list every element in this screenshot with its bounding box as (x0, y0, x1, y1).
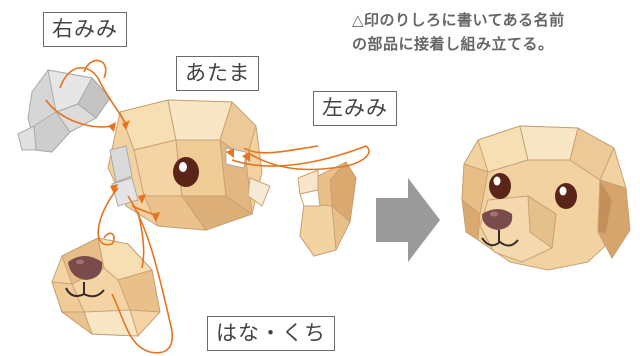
instructions-text: △印のりしろに書いてある名前 の部品に接着し組み立てる。 (352, 8, 632, 56)
right-ear-part (17, 69, 111, 153)
label-right-ear: 右みみ (43, 12, 127, 47)
head-part (107, 99, 271, 231)
label-head: あたま (176, 56, 260, 91)
assembled-head (461, 125, 631, 271)
guide-lines (45, 59, 370, 354)
label-nose-mouth: はな・くち (207, 316, 335, 351)
glue-markers (108, 120, 250, 222)
label-left-ear: 左みみ (313, 91, 397, 126)
instructions-line-1: △印のりしろに書いてある名前 (352, 11, 565, 29)
nose-mouth-part (51, 237, 161, 337)
instructions-line-2: の部品に接着し組み立てる。 (352, 35, 554, 53)
left-ear-part (297, 161, 357, 257)
arrow-icon (376, 178, 440, 262)
